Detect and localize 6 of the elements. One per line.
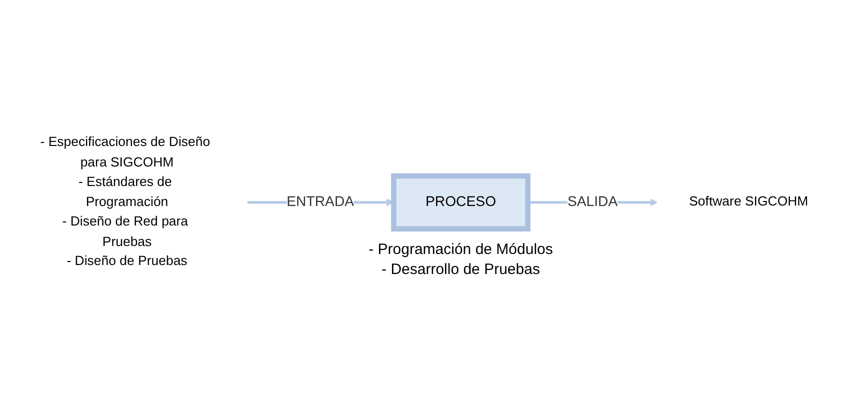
edge-label: SALIDA (567, 194, 618, 210)
node-box: PROCESO (391, 172, 530, 232)
edge-label: ENTRADA (286, 194, 354, 210)
node-text: - Especificaciones de Diseño para SIGCOHM - Estándares de Programación - Diseño de Red para Pruebas - Diseño de Pruebas (40, 134, 210, 268)
node-text: Software SIGCOHM (689, 194, 808, 209)
node-note: - Programación de Módulos - Desarrollo de Pruebas (368, 240, 554, 280)
